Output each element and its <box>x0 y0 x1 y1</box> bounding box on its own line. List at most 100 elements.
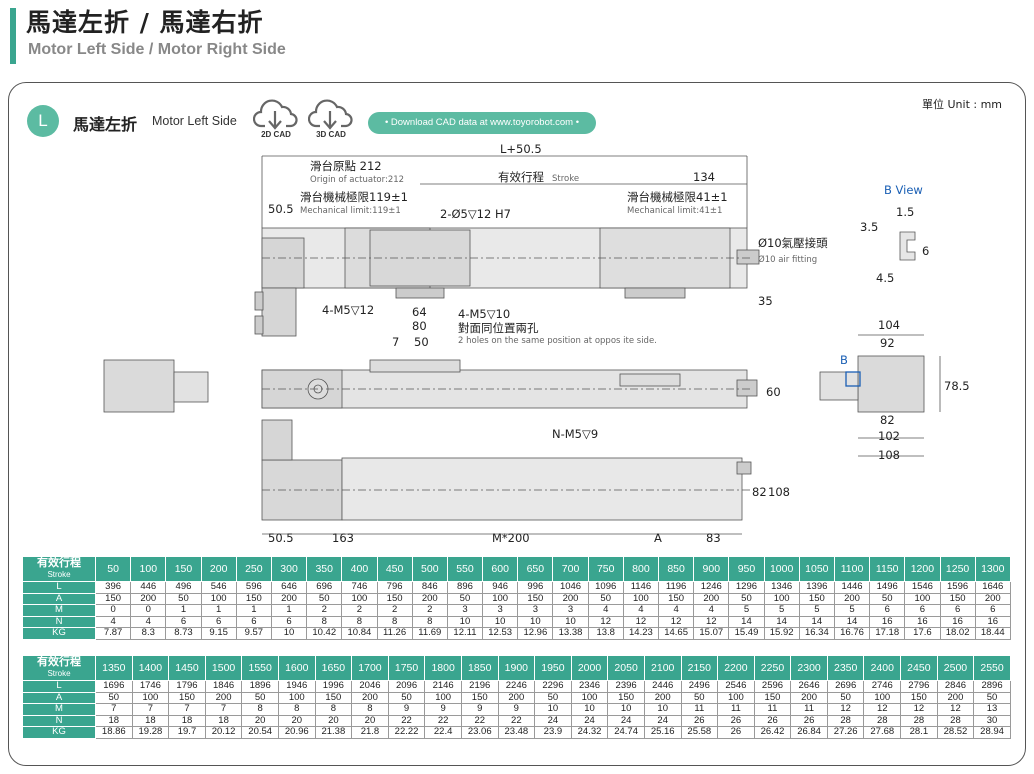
table-cell: 6 <box>939 604 976 617</box>
unit-label: 單位 Unit : mm <box>922 98 1003 111</box>
table-cell: 946 <box>482 581 519 594</box>
table-cell: 596 <box>235 581 272 594</box>
row-label: KG <box>22 627 96 640</box>
table-cell: 18.44 <box>974 627 1011 640</box>
row-label: L <box>22 581 96 594</box>
table-cell: 8 <box>314 703 353 716</box>
table-cell: 26 <box>680 714 719 727</box>
table-cell: 24 <box>570 714 609 727</box>
dim-80: 80 <box>412 319 427 333</box>
table-cell: 1796 <box>168 680 206 693</box>
dim-64: 64 <box>412 305 427 319</box>
holes-note-en: 2 holes on the same position at oppos it… <box>458 336 657 346</box>
table-cell: 3 <box>482 604 519 617</box>
table-cell: 4 <box>587 604 624 617</box>
stroke-value: 2100 <box>643 655 682 681</box>
table-cell: 13.8 <box>587 627 624 640</box>
table-cell: 11 <box>753 703 792 716</box>
table-cell: 1 <box>200 604 237 617</box>
table-cell: 5 <box>763 604 800 617</box>
table-cell: 50 <box>728 592 765 605</box>
table-cell: 28 <box>900 714 938 727</box>
table-cell: 6 <box>869 604 906 617</box>
table-cell: 7 <box>131 703 170 716</box>
table-cell: 1296 <box>728 581 765 594</box>
table-cell: 1696 <box>95 680 133 693</box>
stroke-value: 450 <box>376 556 413 582</box>
table-cell: 746 <box>341 581 378 594</box>
table-cell: 2646 <box>790 680 828 693</box>
table-cell: 24.32 <box>570 726 609 739</box>
table-cell: 17.18 <box>869 627 906 640</box>
table-cell: 2896 <box>973 680 1011 693</box>
cad-2d-button[interactable]: 2D CAD <box>252 96 300 146</box>
table-cell: 28.52 <box>936 726 975 739</box>
table-cell: 20.96 <box>277 726 316 739</box>
table-cell: 4 <box>94 615 132 628</box>
table-cell: 1496 <box>869 581 906 594</box>
dim-92: 92 <box>880 336 895 350</box>
stroke-value: 650 <box>517 556 554 582</box>
table-cell: 2696 <box>826 680 865 693</box>
stroke-value: 100 <box>130 556 167 582</box>
dim-163: 163 <box>332 531 354 545</box>
table-cell: 9 <box>424 703 462 716</box>
mech-limit-right-en: Mechanical limit:41±1 <box>627 206 722 216</box>
table-cell: 22.4 <box>424 726 462 739</box>
table-cell: 5 <box>833 604 871 617</box>
table-cell: 2596 <box>753 680 792 693</box>
table-cell: 28.94 <box>973 726 1011 739</box>
table-cell: 150 <box>235 592 272 605</box>
stroke-value: 1500 <box>204 655 243 681</box>
dim-104: 104 <box>878 318 900 332</box>
table-cell: 9.57 <box>235 627 272 640</box>
stroke-value: 750 <box>587 556 624 582</box>
table-cell: 24 <box>607 714 645 727</box>
table-cell: 14 <box>833 615 871 628</box>
table-cell: 26 <box>717 726 755 739</box>
section-subtitle: Motor Left Side <box>152 114 237 128</box>
table-cell: 24.74 <box>607 726 645 739</box>
table-cell: 1646 <box>974 581 1011 594</box>
cad-3d-button[interactable]: 3D CAD <box>307 96 355 146</box>
table-cell: 26.84 <box>790 726 828 739</box>
table-cell: 28 <box>936 714 975 727</box>
stroke-value: 1550 <box>241 655 279 681</box>
stroke-label-zh: 有效行程 <box>37 557 81 569</box>
row-label: M <box>22 604 96 617</box>
stroke-value: 1850 <box>460 655 499 681</box>
table-cell: 50 <box>869 592 906 605</box>
row-label: L <box>22 680 96 693</box>
table-cell: 23.48 <box>497 726 536 739</box>
table-cell: 2046 <box>351 680 389 693</box>
table-cell: 12 <box>693 615 730 628</box>
stroke-value: 500 <box>411 556 448 582</box>
download-cad-link[interactable]: • Download CAD data at www.toyorobot.com… <box>368 112 596 134</box>
cloud-download-icon <box>253 99 298 130</box>
dim-a: A <box>654 531 662 545</box>
table-cell: 1896 <box>241 680 279 693</box>
stroke-label-zh: 有效行程 <box>37 656 81 668</box>
table-cell: 25.58 <box>680 726 719 739</box>
table-cell: 6 <box>235 615 272 628</box>
table-cell: 22 <box>460 714 499 727</box>
table-cell: 20 <box>351 714 389 727</box>
hole-spec-2: 2-Ø5▽12 H7 <box>440 207 511 221</box>
table-cell: 13.38 <box>552 627 589 640</box>
table-cell: 11.69 <box>411 627 448 640</box>
stroke-value: 1650 <box>314 655 353 681</box>
table-cell: 28 <box>826 714 865 727</box>
stroke-value: 2000 <box>570 655 609 681</box>
table-cell: 25.16 <box>643 726 682 739</box>
table-cell: 8 <box>306 615 343 628</box>
table-cell: 12 <box>826 703 865 716</box>
table-cell: 150 <box>314 691 353 704</box>
table-cell: 1746 <box>131 680 170 693</box>
table-cell: 14 <box>728 615 765 628</box>
